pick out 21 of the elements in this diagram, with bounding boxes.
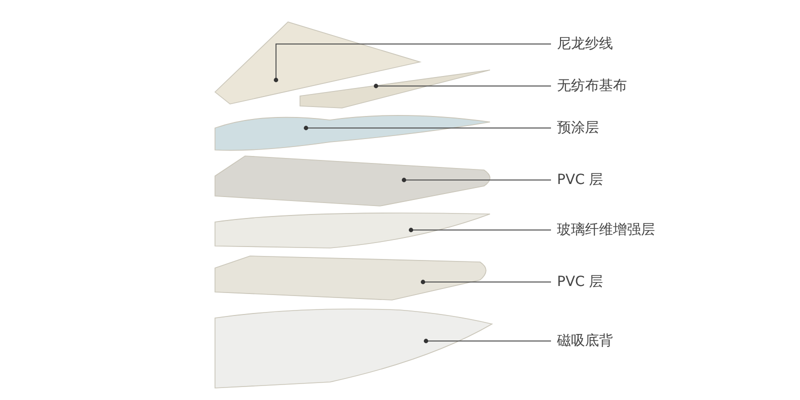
leader-line — [374, 84, 552, 88]
leader-line — [304, 126, 552, 130]
leader-line — [274, 44, 552, 82]
leader-line — [424, 338, 552, 344]
pvc-layer-drawing — [214, 256, 486, 300]
layer-label: 磁吸底背 — [557, 332, 613, 350]
layer-label: PVC 层 — [557, 273, 604, 291]
fiberglass-layer-drawing — [214, 212, 490, 248]
yarn-layer-drawing — [214, 22, 422, 104]
leader-line — [408, 228, 552, 232]
layer-label: 尼龙纱线 — [557, 35, 613, 53]
pvc-layer-drawing — [214, 156, 490, 206]
layer-label: 玻璃纤维增强层 — [557, 221, 655, 239]
coating-layer-drawing — [214, 115, 490, 151]
backing-layer-drawing — [214, 308, 492, 388]
leader-line — [420, 280, 552, 284]
layer-label: PVC 层 — [557, 171, 604, 189]
layer-label: 无纺布基布 — [557, 77, 627, 95]
fabric-layer-drawing — [300, 70, 490, 108]
layer-label: 预涂层 — [557, 119, 599, 137]
leader-line — [402, 178, 552, 182]
